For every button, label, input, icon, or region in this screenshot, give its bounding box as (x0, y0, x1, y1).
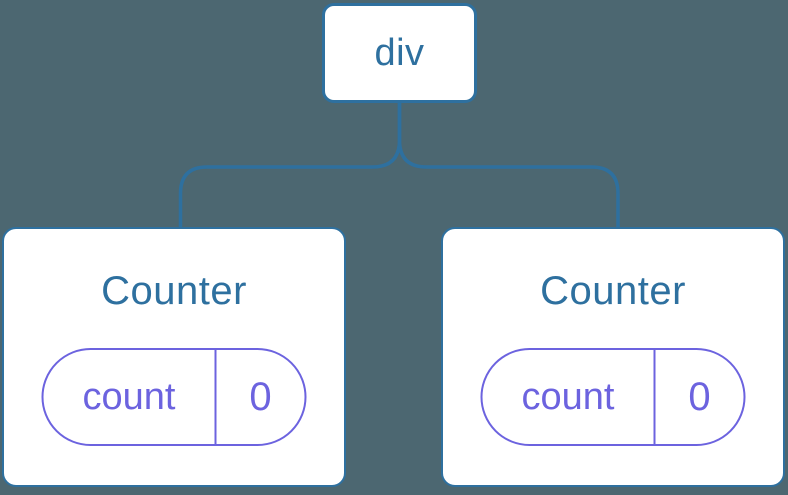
state-pill: count 0 (41, 348, 307, 446)
connector-left-branch (178, 103, 402, 228)
state-value: 0 (688, 374, 711, 419)
state-key-label: count (44, 350, 217, 444)
connector-right-branch (397, 103, 620, 228)
counter-title: Counter (540, 269, 686, 313)
state-value: 0 (249, 374, 272, 419)
counter-title: Counter (101, 269, 247, 313)
state-pill: count 0 (480, 348, 746, 446)
counter-card-left: Counter count 0 (2, 227, 346, 487)
root-node-label: div (374, 31, 425, 74)
counter-card-right: Counter count 0 (441, 227, 785, 487)
state-key-label: count (483, 350, 656, 444)
root-node-div: div (322, 3, 477, 103)
